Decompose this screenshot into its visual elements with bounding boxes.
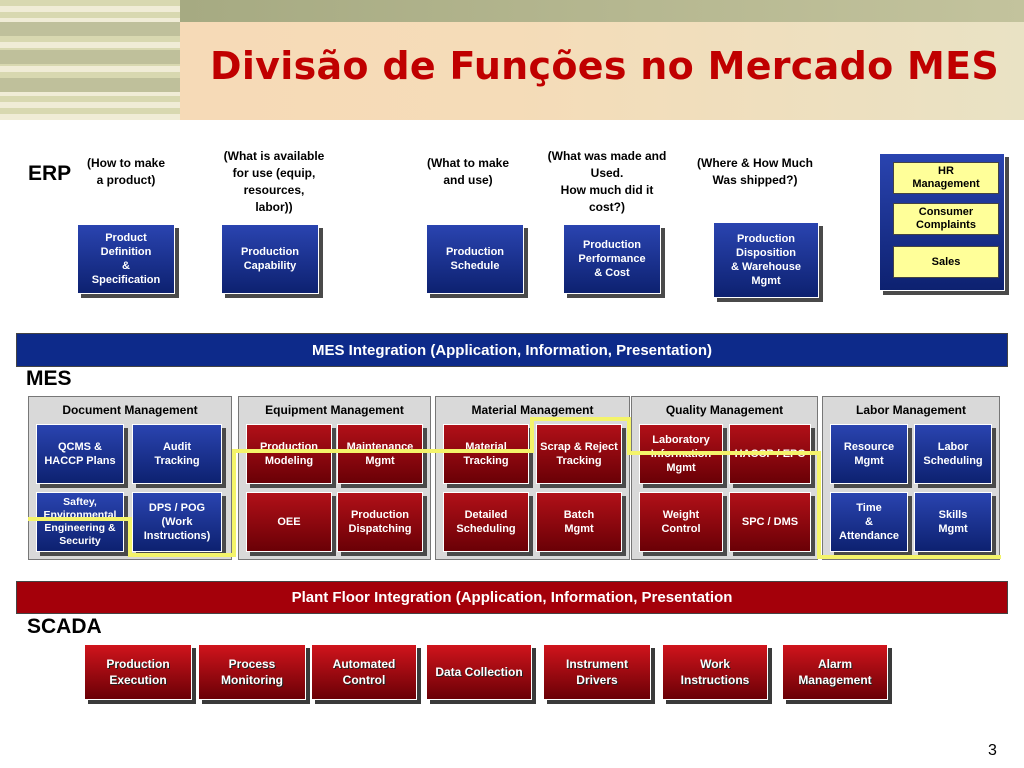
erp-question-2: (What is available for use (equip, resou… [223,149,325,214]
highlight-line [530,417,534,453]
slide-title: Divisão de Funções no Mercado MES [210,44,1000,88]
resource-mgmt[interactable]: Resource Mgmt [830,424,908,484]
oee[interactable]: OEE [246,492,332,552]
page-number: 3 [988,742,997,759]
panel-title: Quality Management [665,403,784,417]
scada-label: SCADA [27,615,102,638]
erp-question-3: (What to make and use) [426,156,509,187]
highlight-line [627,417,631,455]
erp-question-1: (How to make a product) [86,156,165,187]
highlight-line [232,449,236,557]
batch-mgmt[interactable]: Batch Mgmt [536,492,622,552]
erp-box-production-capability[interactable]: Production Capability [221,224,319,294]
labor-scheduling[interactable]: Labor Scheduling [914,424,992,484]
production-modeling[interactable]: Production Modeling [246,424,332,484]
erp-question-5: (Where & How Much Was shipped?) [697,156,813,187]
weight-control[interactable]: Weight Control [639,492,723,552]
erp-box-product-definition[interactable]: Product Definition & Specification [77,224,175,294]
detailed-scheduling[interactable]: Detailed Scheduling [443,492,529,552]
scrap-reject-tracking[interactable]: Scrap & Reject Tracking [536,424,622,484]
header-stripes [0,0,180,120]
dps-pog-work-instructions[interactable]: DPS / POG (Work Instructions) [132,492,222,552]
panel-title: Labor Management [855,403,966,417]
scada-data-collection[interactable]: Data Collection [426,644,532,700]
production-dispatching[interactable]: Production Dispatching [337,492,423,552]
erp-box-production-schedule[interactable]: Production Schedule [426,224,524,294]
scada-alarm-management[interactable]: Alarm Management [782,644,888,700]
highlight-line [817,555,1001,559]
audit-tracking[interactable]: Audit Tracking [132,424,222,484]
maintenance-mgmt[interactable]: Maintenance Mgmt [337,424,423,484]
qcms-haccp-plans[interactable]: QCMS & HACCP Plans [36,424,124,484]
erp-label: ERP [28,162,72,185]
material-tracking[interactable]: Material Tracking [443,424,529,484]
time-attendance[interactable]: Time & Attendance [830,492,908,552]
scada-process-monitoring[interactable]: Process Monitoring [198,644,306,700]
panel-title: Equipment Management [265,403,404,417]
erp-box-production-performance[interactable]: Production Performance & Cost [563,224,661,294]
header-top-bar [180,0,1024,22]
plant-floor-integration-bar: Plant Floor Integration (Application, In… [16,581,1008,614]
highlight-line [530,417,630,421]
panel-title: Document Management [62,403,198,417]
mes-label: MES [26,367,72,390]
erp-hr-management[interactable]: HR Management [893,162,999,194]
skills-mgmt[interactable]: Skills Mgmt [914,492,992,552]
spc-dms[interactable]: SPC / DMS [729,492,811,552]
panel-title: Material Management [471,403,594,417]
highlight-line [128,517,132,555]
erp-box-production-disposition[interactable]: Production Disposition & Warehouse Mgmt [713,222,819,298]
erp-sales[interactable]: Sales [893,246,999,278]
mes-integration-bar: MES Integration (Application, Informatio… [16,333,1008,367]
scada-instrument-drivers[interactable]: Instrument Drivers [543,644,651,700]
highlight-line [817,451,821,559]
erp-consumer-complaints[interactable]: Consumer Complaints [893,203,999,235]
scada-automated-control[interactable]: Automated Control [311,644,417,700]
highlight-line [128,553,236,557]
scada-work-instructions[interactable]: Work Instructions [662,644,768,700]
safety-environmental-security[interactable]: Saftey, Environmental Engineering & Secu… [36,492,124,552]
highlight-line [28,517,132,521]
scada-production-execution[interactable]: Production Execution [84,644,192,700]
highlight-line [627,451,819,455]
erp-question-4: (What was made and Used. How much did it… [547,149,667,214]
highlight-line [232,449,532,453]
